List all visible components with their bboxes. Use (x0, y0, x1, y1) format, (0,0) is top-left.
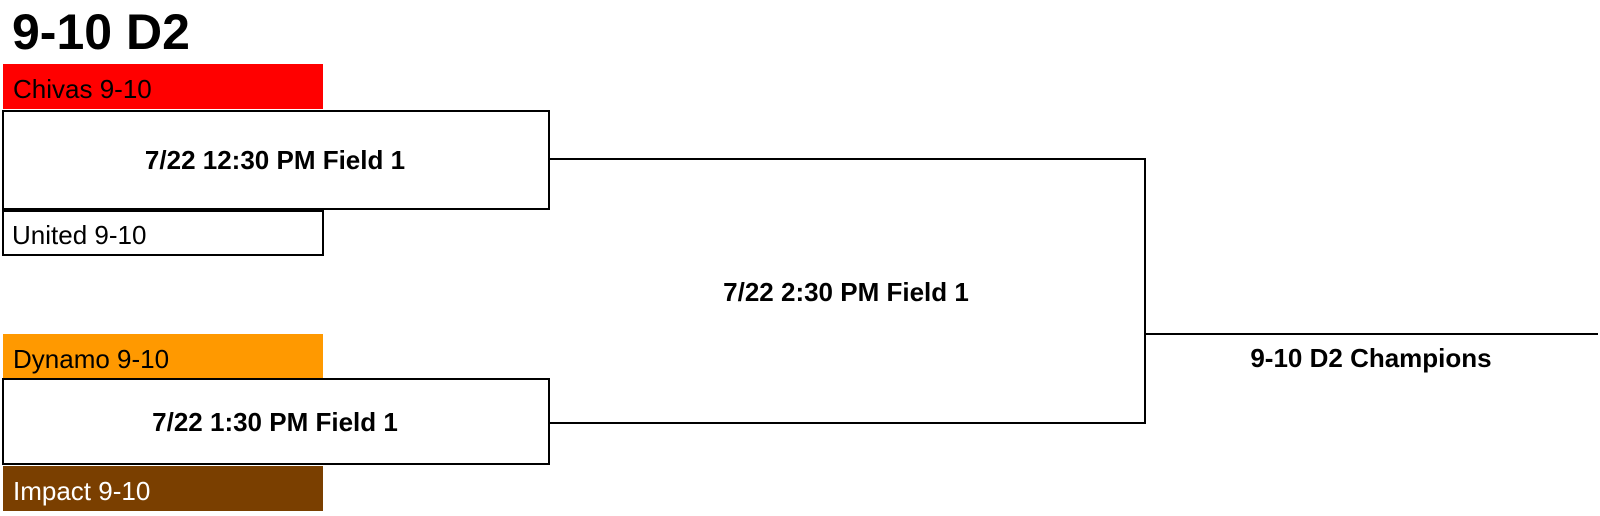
bracket-line (548, 110, 550, 210)
bracket-line (548, 158, 1146, 160)
team-slot-dynamo: Dynamo 9-10 (3, 334, 323, 379)
bracket-line (2, 463, 550, 465)
bracket-line (548, 378, 550, 465)
bracket-line (548, 422, 1146, 424)
team-slot-impact: Impact 9-10 (3, 466, 323, 511)
bracket-line (1144, 333, 1598, 335)
bracket-line (2, 378, 4, 465)
semifinal-2-label: 7/22 1:30 PM Field 1 (152, 407, 398, 437)
bracket-line (2, 110, 4, 210)
semifinal-1-label: 7/22 12:30 PM Field 1 (144, 145, 406, 175)
bracket-line (2, 110, 550, 112)
final-label: 7/22 2:30 PM Field 1 (723, 277, 969, 307)
bracket-title: 9-10 D2 (12, 4, 190, 60)
bracket-line (1144, 158, 1146, 424)
bracket-line (2, 378, 550, 380)
team-slot-chivas: Chivas 9-10 (3, 64, 323, 109)
champion-label: 9-10 D2 Champions (1250, 343, 1492, 373)
bracket-line (2, 208, 550, 210)
team-slot-united: United 9-10 (2, 210, 324, 256)
